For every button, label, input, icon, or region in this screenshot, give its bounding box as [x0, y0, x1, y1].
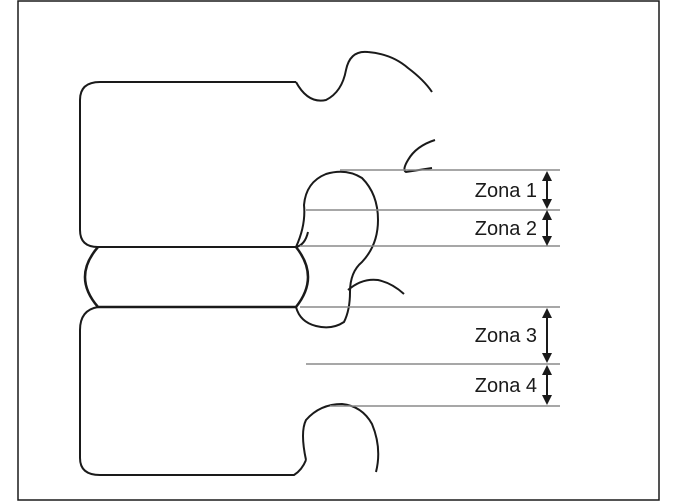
intervertebral-disc: [83, 246, 310, 309]
zone-4-label: Zona 4: [475, 375, 537, 397]
facet-hook: [403, 139, 436, 174]
lower-vertebral-body: [79, 306, 307, 476]
figure-border: [17, 0, 660, 501]
upper-superior-process: [295, 50, 433, 102]
zone-2-label: Zona 2: [475, 218, 537, 240]
lower-superior-process: [302, 402, 380, 473]
zone-1-label: Zona 1: [475, 180, 537, 202]
upper-vertebral-body: [79, 81, 309, 248]
zone-3-label: Zona 3: [475, 325, 537, 347]
neural-foramen-outline: [295, 170, 380, 329]
inferior-articular-process: [347, 278, 405, 295]
